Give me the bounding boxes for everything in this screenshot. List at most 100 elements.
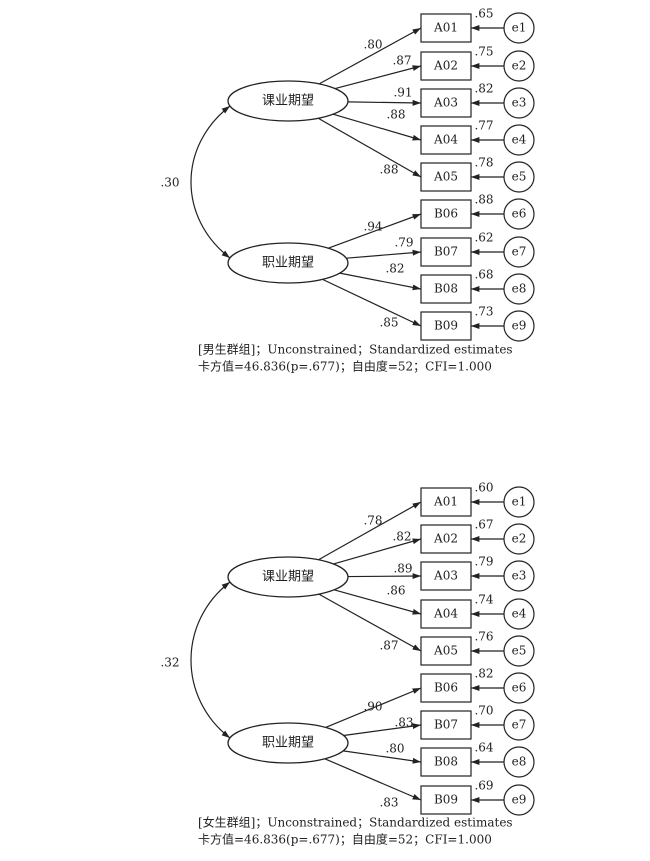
error-term-circle (503, 635, 535, 667)
loading-path-arrow (343, 750, 422, 764)
error-term-label: e9 (512, 793, 527, 807)
loading-label: .82 (392, 530, 411, 544)
indicator-box (420, 673, 472, 703)
covariance-label: .32 (160, 656, 179, 670)
r-squared-label: .82 (474, 82, 493, 96)
r-squared-label: .82 (474, 667, 493, 681)
error-term-circle (503, 310, 535, 342)
indicator-label: B09 (434, 319, 458, 333)
error-term-label: e8 (512, 282, 527, 296)
indicator-label: B09 (434, 793, 458, 807)
error-term-label: e9 (512, 319, 527, 333)
loading-label: .83 (394, 716, 413, 730)
indicator-label: A01 (433, 21, 458, 35)
indicator-label: B08 (434, 282, 458, 296)
latent-variable-ellipse (227, 80, 349, 122)
loading-path-arrow (318, 27, 422, 85)
error-term-label: e8 (512, 755, 527, 769)
r-squared-label: .68 (474, 268, 493, 282)
r-squared-label: .60 (474, 481, 493, 495)
covariance-arrow (190, 105, 231, 259)
error-term-circle (503, 746, 535, 778)
error-term-circle (503, 486, 535, 518)
loading-path-arrow (333, 589, 422, 615)
error-term-label: e6 (512, 681, 527, 695)
covariance-arrow (190, 581, 231, 739)
indicator-box (420, 237, 472, 267)
loading-path-arrow (347, 99, 422, 106)
latent-variable-ellipse (227, 722, 349, 764)
loading-path-arrow (343, 723, 422, 737)
error-term-circle (503, 598, 535, 630)
caption-fit-statistics: 卡方值=46.836(p=.677)；自由度=52；CFI=1.000 (198, 359, 492, 374)
loading-path-arrow (339, 272, 422, 291)
loading-path-arrow (324, 758, 422, 801)
indicator-box (420, 785, 472, 815)
r-squared-label: .64 (474, 741, 493, 755)
indicator-label: B06 (434, 207, 458, 221)
r-squared-label: .67 (474, 518, 493, 532)
loading-label: .82 (385, 262, 404, 276)
loading-label: .78 (363, 514, 382, 528)
error-term-circle (503, 198, 535, 230)
indicator-label: A03 (433, 96, 458, 110)
loading-label: .88 (386, 108, 405, 122)
error-term-label: e1 (512, 495, 527, 509)
error-term-circle (503, 784, 535, 816)
error-term-label: e3 (512, 569, 527, 583)
error-term-label: e7 (512, 718, 527, 732)
r-squared-label: .76 (474, 630, 493, 644)
error-term-label: e4 (512, 133, 527, 147)
indicator-label: A01 (433, 495, 458, 509)
loading-path-arrow (347, 573, 422, 580)
loading-label: .89 (393, 562, 412, 576)
r-squared-label: .74 (474, 593, 493, 607)
error-term-label: e7 (512, 245, 527, 259)
loading-path-arrow (318, 593, 422, 652)
indicator-label: A04 (433, 607, 458, 621)
caption-model-info: [女生群组]；Unconstrained；Standardized estima… (198, 815, 513, 830)
indicator-label: A05 (433, 644, 458, 658)
error-term-circle (503, 50, 535, 82)
indicator-box (420, 88, 472, 118)
error-term-circle (503, 672, 535, 704)
indicator-label: A05 (433, 170, 458, 184)
covariance-label: .30 (160, 176, 179, 190)
loading-label: .94 (363, 220, 382, 234)
indicator-box (420, 524, 472, 554)
loading-path-arrow (334, 65, 422, 90)
indicator-label: B08 (434, 755, 458, 769)
loading-path-arrow (322, 278, 422, 327)
latent-variable-label: 课业期望 (262, 93, 314, 109)
r-squared-label: .77 (474, 119, 493, 133)
indicator-label: B07 (434, 245, 458, 259)
r-squared-label: .75 (474, 45, 493, 59)
loading-label: .87 (392, 54, 411, 68)
error-term-circle (503, 560, 535, 592)
latent-variable-label: 课业期望 (262, 569, 314, 585)
indicator-box (420, 13, 472, 43)
loading-label: .83 (379, 796, 398, 810)
error-term-circle (503, 161, 535, 193)
indicator-label: A03 (433, 569, 458, 583)
loading-label: .86 (386, 584, 405, 598)
loading-label: .88 (379, 163, 398, 177)
error-term-label: e6 (512, 207, 527, 221)
r-squared-label: .73 (474, 305, 493, 319)
latent-variable-label: 职业期望 (262, 735, 314, 751)
loading-path-arrow (318, 501, 422, 561)
indicator-box (420, 199, 472, 229)
latent-variable-label: 职业期望 (262, 255, 314, 271)
error-term-circle (503, 12, 535, 44)
loading-path-arrow (333, 538, 422, 565)
loading-label: .87 (379, 639, 398, 653)
loading-path-arrow (332, 113, 422, 141)
indicator-box (420, 51, 472, 81)
error-term-label: e2 (512, 59, 527, 73)
loading-label: .80 (385, 742, 404, 756)
indicator-box (420, 561, 472, 591)
r-squared-label: .88 (474, 193, 493, 207)
